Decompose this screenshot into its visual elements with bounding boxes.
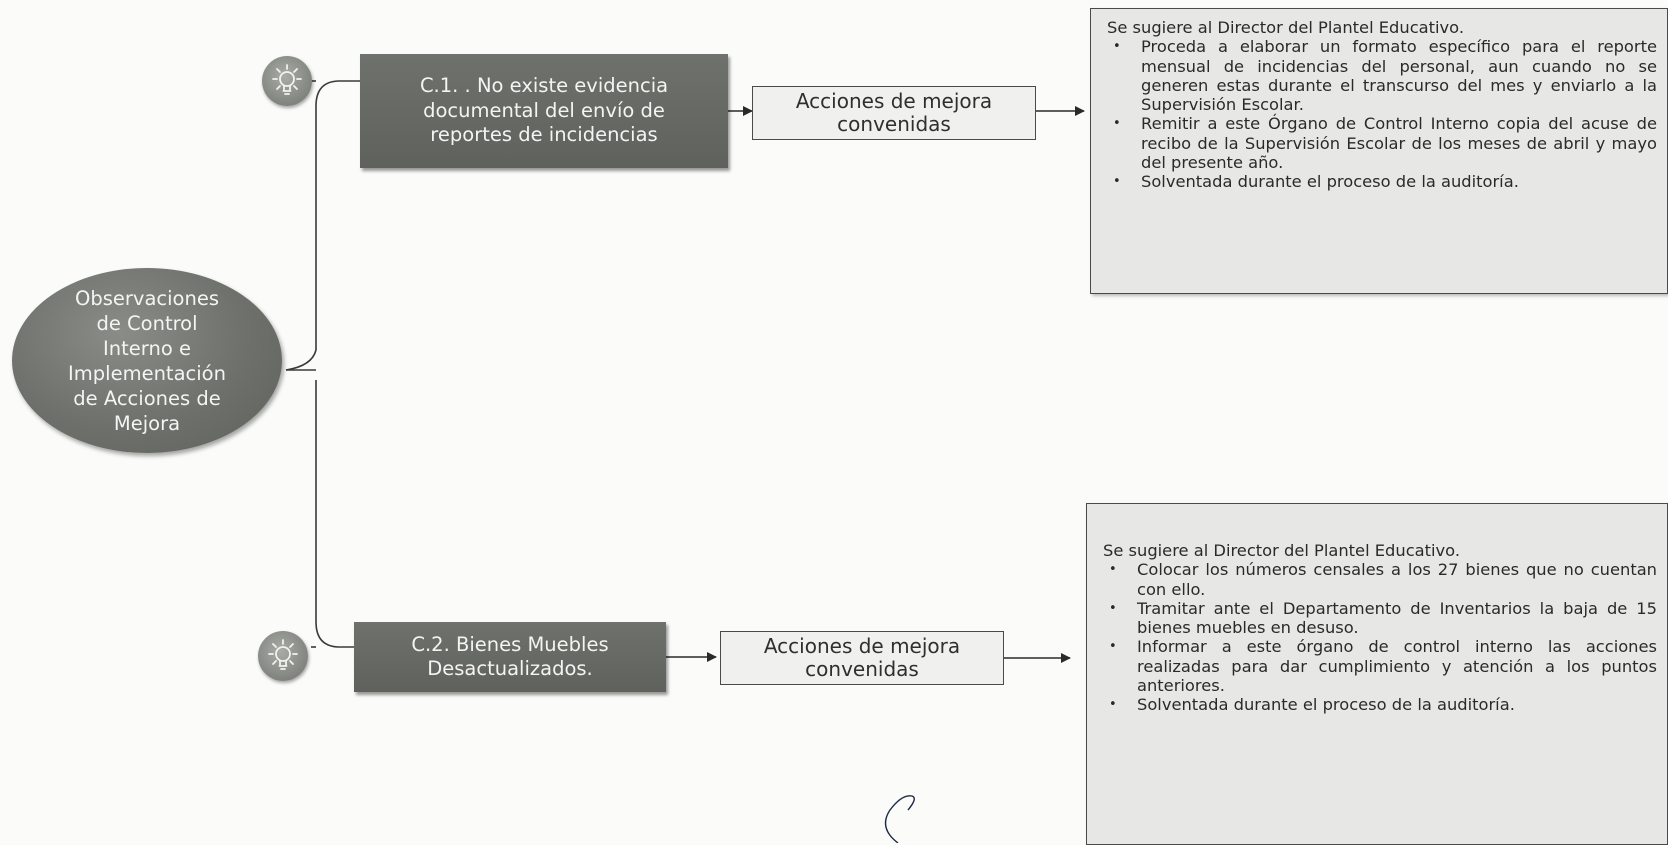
root-line: Observaciones (75, 286, 219, 310)
suggestion-bullet: Solventada durante el proceso de la audi… (1103, 695, 1657, 715)
action-box-1: Acciones de mejora convenidas (752, 86, 1036, 140)
suggestion-bullet: Solventada durante el proceso de la audi… (1107, 172, 1657, 192)
suggestion-intro: Se sugiere al Director del Plantel Educa… (1103, 541, 1461, 560)
root-brace-lower (315, 380, 356, 648)
action-line: Acciones de mejora (795, 88, 993, 113)
lightbulb-icon (258, 631, 308, 681)
action-box-2: Acciones de mejora convenidas (720, 631, 1004, 685)
suggestion-bullet: Informar a este órgano de control intern… (1103, 637, 1657, 695)
suggestion-list: Proceda a elaborar un formato específico… (1107, 37, 1657, 192)
observation-c1-box: C.1. . No existe evidencia documental de… (360, 54, 728, 168)
root-line: Interno e (103, 336, 191, 360)
observation-line: Desactualizados. (427, 657, 593, 680)
observation-c2-box: C.2. Bienes Muebles Desactualizados. (354, 622, 666, 692)
observation-line: C.1. . No existe evidencia (419, 74, 669, 98)
root-line: de Acciones de (73, 386, 221, 410)
suggestion-bullet: Tramitar ante el Departamento de Inventa… (1103, 599, 1657, 638)
signature-mark (884, 795, 915, 843)
observation-line: reportes de incidencias (430, 123, 658, 147)
root-line: Mejora (113, 411, 181, 435)
suggestion-intro: Se sugiere al Director del Plantel Educa… (1107, 18, 1465, 37)
lightbulb-icon (262, 56, 312, 106)
observation-line: C.2. Bienes Muebles (411, 632, 609, 656)
root-node: Observaciones de Control Interno e Imple… (12, 268, 282, 453)
suggestion-box-2: Se sugiere al Director del Plantel Educa… (1086, 503, 1668, 845)
suggestion-list: Colocar los números censales a los 27 bi… (1103, 560, 1657, 715)
suggestion-bullet: Remitir a este Órgano de Control Interno… (1107, 114, 1657, 172)
suggestion-box-1: Se sugiere al Director del Plantel Educa… (1090, 8, 1668, 294)
action-line: convenidas (805, 657, 919, 681)
action-line: convenidas (837, 112, 951, 136)
suggestion-bullet: Proceda a elaborar un formato específico… (1107, 37, 1657, 114)
observation-line: documental del envío de (423, 98, 665, 122)
root-line: Implementación (68, 361, 226, 385)
root-brace (285, 80, 360, 371)
suggestion-bullet: Colocar los números censales a los 27 bi… (1103, 560, 1657, 599)
root-line: de Control (96, 311, 198, 335)
action-line: Acciones de mejora (763, 633, 961, 658)
